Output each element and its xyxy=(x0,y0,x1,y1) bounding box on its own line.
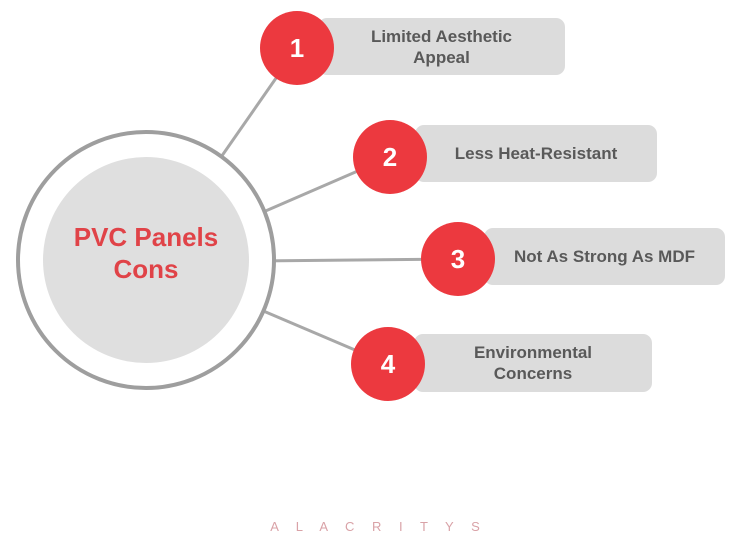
central-title: PVC Panels Cons xyxy=(73,222,219,284)
item-number-badge-1: 1 xyxy=(260,11,334,85)
item-card-3: Not As Strong As MDF xyxy=(484,228,725,285)
item-number-badge-3: 3 xyxy=(421,222,495,296)
item-card-4: Environmental Concerns xyxy=(414,334,652,392)
item-number-badge-2: 2 xyxy=(353,120,427,194)
item-number-badge-4: 4 xyxy=(351,327,425,401)
item-label-3: Not As Strong As MDF xyxy=(513,247,695,266)
central-inner-circle: PVC Panels Cons xyxy=(43,157,249,363)
brand-footer: A L A C R I T Y S xyxy=(270,519,487,534)
central-circle: PVC Panels Cons xyxy=(16,130,276,390)
item-label-1: Limited Aesthetic Appeal xyxy=(370,26,513,67)
item-label-4: Environmental Concerns xyxy=(473,343,593,383)
item-card-1: Limited Aesthetic Appeal xyxy=(318,18,565,75)
item-label-2: Less Heat-Resistant xyxy=(454,144,618,163)
item-card-2: Less Heat-Resistant xyxy=(415,125,657,182)
